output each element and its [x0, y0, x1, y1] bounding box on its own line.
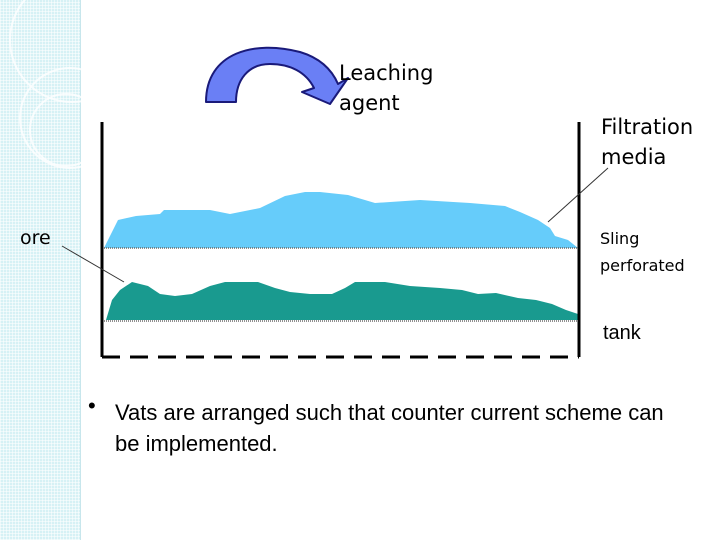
leaching-agent-label: Leaching agent	[339, 61, 434, 115]
bullet-marker: •	[88, 393, 96, 418]
bullet-text: Vats are arranged such that counter curr…	[115, 400, 664, 456]
leader-lines	[61, 167, 609, 283]
side-strip-edge	[80, 0, 81, 540]
upper-ore-layer	[104, 192, 578, 248]
decorative-side-strip	[0, 0, 80, 540]
curved-arrow-icon	[205, 46, 349, 105]
filtration-media-label: Filtration media	[601, 115, 694, 169]
lower-ore-layer	[106, 282, 578, 320]
perforated-filter-lines	[104, 247, 578, 322]
tank-walls	[100, 122, 581, 359]
sling-perforated-label: Sling perforated	[600, 229, 685, 275]
ore-label: ore	[20, 227, 51, 249]
tank-label: tank	[603, 322, 641, 344]
decorative-circles	[9, 0, 135, 169]
